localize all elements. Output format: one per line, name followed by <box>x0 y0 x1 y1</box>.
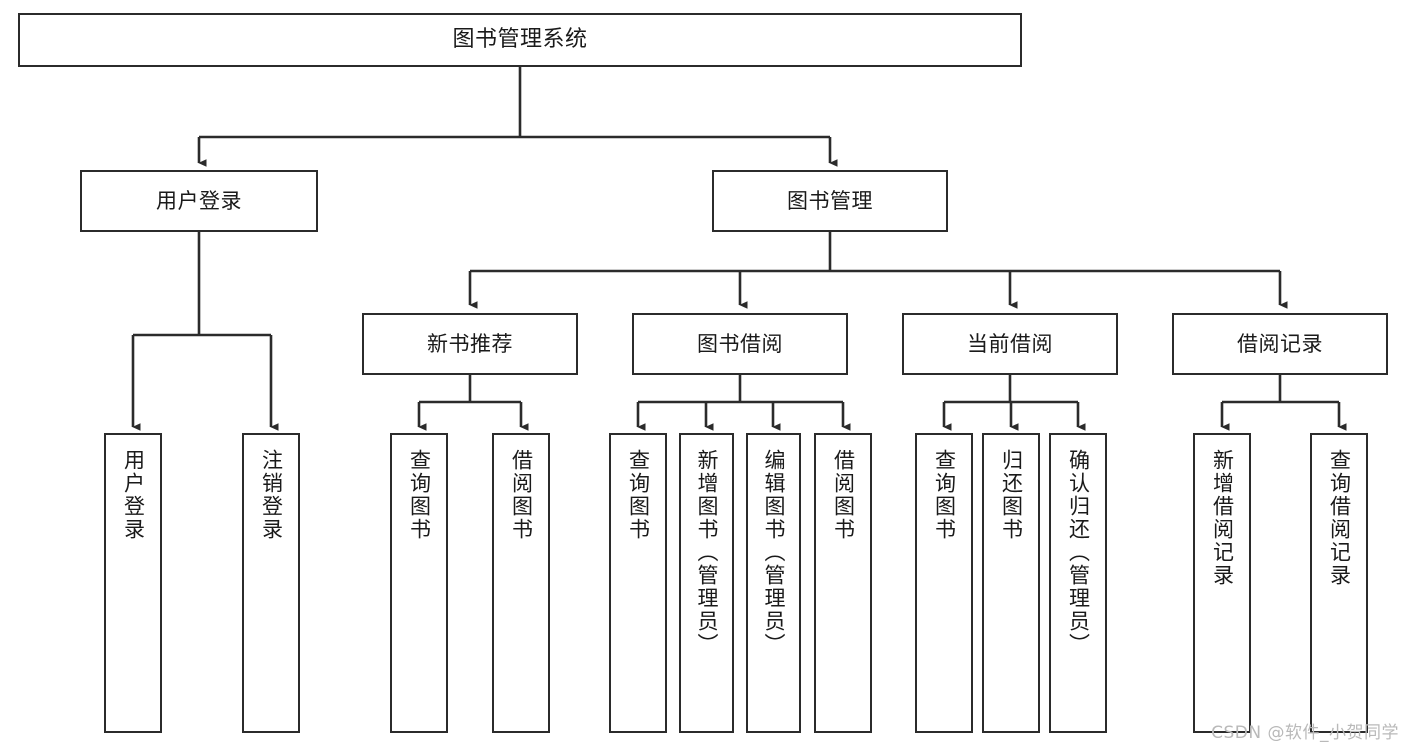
node-label: 用户登录 <box>121 449 146 541</box>
node-root-system[interactable]: 图书管理系统 <box>18 13 1022 67</box>
leaf-query-book-recommend[interactable]: 查询图书 <box>390 433 448 733</box>
leaf-query-book-borrow[interactable]: 查询图书 <box>609 433 667 733</box>
leaf-user-login[interactable]: 用户登录 <box>104 433 162 733</box>
node-label: 图书借阅 <box>697 331 783 356</box>
leaf-borrow-book-recommend[interactable]: 借阅图书 <box>492 433 550 733</box>
node-label: 新增图书（管理员） <box>695 449 719 656</box>
csdn-watermark: CSDN @软件_小贺同学 <box>1211 723 1399 743</box>
node-label: 图书管理 <box>787 188 873 213</box>
node-label: 编辑图书（管理员） <box>762 449 786 656</box>
leaf-borrow-book[interactable]: 借阅图书 <box>814 433 872 733</box>
node-label: 查询图书 <box>626 449 651 541</box>
node-label: 图书管理系统 <box>452 27 588 53</box>
leaf-query-book-current[interactable]: 查询图书 <box>915 433 973 733</box>
node-label: 借阅图书 <box>509 449 534 541</box>
leaf-return-book[interactable]: 归还图书 <box>982 433 1040 733</box>
node-label: 查询图书 <box>932 449 957 541</box>
leaf-edit-book[interactable]: 编辑图书（管理员） <box>746 433 801 733</box>
leaf-logout-login[interactable]: 注销登录 <box>242 433 300 733</box>
node-label: 确认归还（管理员） <box>1066 449 1091 656</box>
node-new-book-recommend[interactable]: 新书推荐 <box>362 313 578 375</box>
node-user-login[interactable]: 用户登录 <box>80 170 318 232</box>
node-label: 借阅记录 <box>1237 331 1323 356</box>
node-book-manage[interactable]: 图书管理 <box>712 170 948 232</box>
leaf-add-borrow-record[interactable]: 新增借阅记录 <box>1193 433 1251 733</box>
leaf-query-borrow-record[interactable]: 查询借阅记录 <box>1310 433 1368 733</box>
node-current-borrow[interactable]: 当前借阅 <box>902 313 1118 375</box>
node-label: 新书推荐 <box>427 331 513 356</box>
node-label: 查询图书 <box>407 449 432 541</box>
node-label: 归还图书 <box>999 449 1024 541</box>
node-label: 查询借阅记录 <box>1327 449 1352 587</box>
node-label: 新增借阅记录 <box>1210 449 1235 587</box>
node-label: 借阅图书 <box>831 449 856 541</box>
leaf-add-book[interactable]: 新增图书（管理员） <box>679 433 734 733</box>
node-book-borrow[interactable]: 图书借阅 <box>632 313 848 375</box>
node-label: 当前借阅 <box>967 331 1053 356</box>
leaf-confirm-return[interactable]: 确认归还（管理员） <box>1049 433 1107 733</box>
node-label: 注销登录 <box>259 449 284 541</box>
node-label: 用户登录 <box>156 188 242 213</box>
node-borrow-record[interactable]: 借阅记录 <box>1172 313 1388 375</box>
